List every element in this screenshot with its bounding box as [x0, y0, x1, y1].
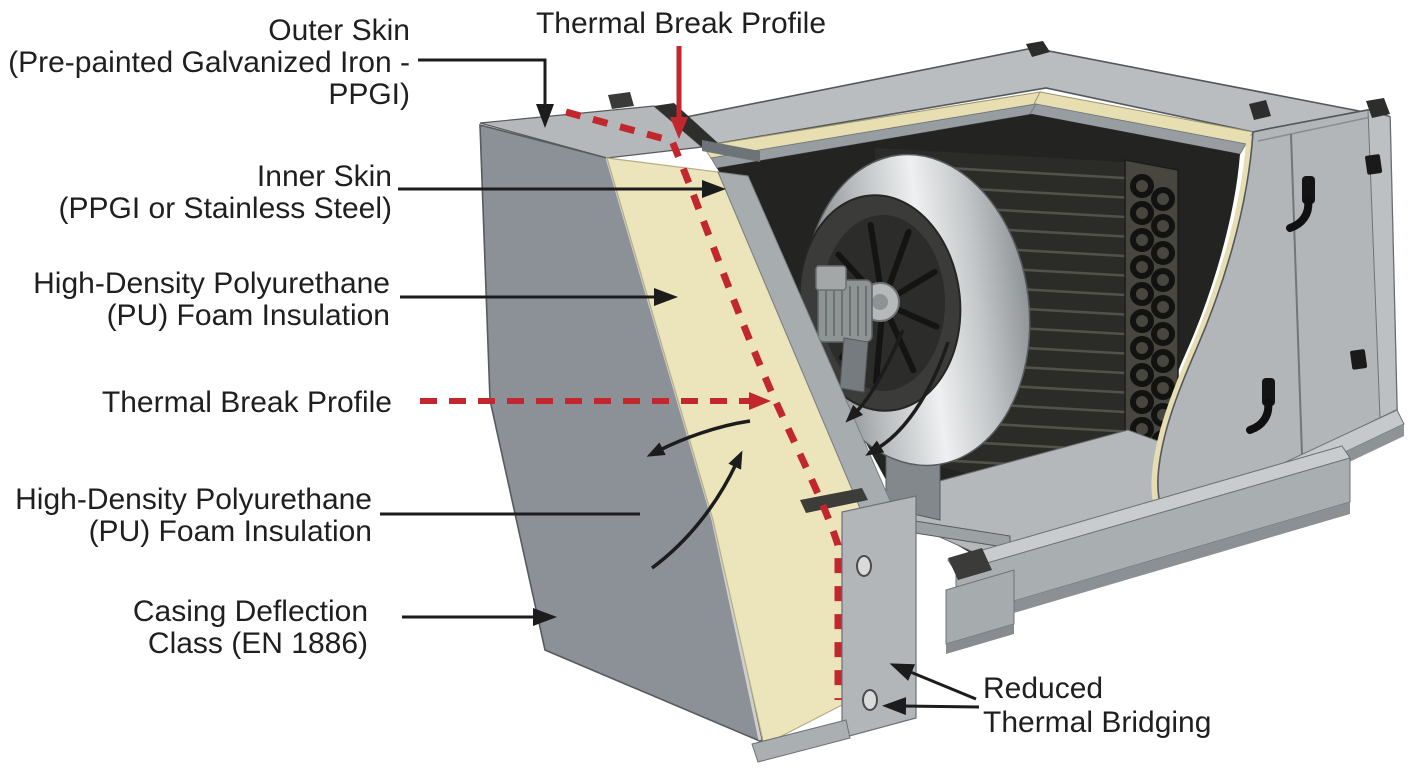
door-hinge-upper [1365, 154, 1383, 175]
label-outer-skin-line1: Outer Skin [268, 14, 410, 47]
airflow-arrows [646, 329, 950, 570]
fan-shaft [872, 294, 888, 310]
label-outer-skin-line3: PPGI) [328, 78, 410, 111]
label-reduced-bridging-line2: Thermal Bridging [983, 706, 1211, 739]
front-wall-panel [1157, 108, 1398, 524]
cutaway-foam-edge [1151, 135, 1256, 527]
motor-junction-box [815, 265, 847, 291]
label-pu-foam-lower-line2: (PU) Foam Insulation [89, 515, 372, 548]
door-hinge-lower [1350, 349, 1368, 370]
corner-cap-right [1366, 98, 1390, 118]
bottom-flange [751, 719, 851, 763]
leader-reduced-bridging-1 [889, 663, 977, 701]
label-pu-foam-upper-line2: (PU) Foam Insulation [107, 299, 390, 332]
label-thermal-break-top: Thermal Break Profile [536, 7, 826, 40]
motor-bracket [839, 337, 869, 393]
airflow-arrow-3 [646, 419, 751, 457]
airflow-arrow-4 [650, 450, 743, 570]
label-inner-skin-line1: Inner Skin [257, 160, 392, 193]
leader-reduced-bridging-2 [882, 697, 980, 716]
thermal-break-connector [800, 488, 868, 513]
label-casing-deflection-line1: Casing Deflection [133, 595, 368, 628]
base-bracket-channel [841, 495, 917, 739]
thermal-break-markings [420, 46, 842, 700]
base-rail-front-lip [956, 502, 1350, 630]
door-handle-upper[interactable] [1286, 176, 1315, 232]
blower-fan [798, 153, 1031, 549]
base-frame [945, 409, 1405, 654]
wall-top-seam [1257, 116, 1372, 142]
label-leaders [380, 58, 980, 716]
airflow-arrow-2 [865, 341, 950, 456]
bracket-hole-upper [856, 555, 872, 577]
base-corner-block [948, 548, 992, 580]
door-handle-lower[interactable] [1246, 378, 1275, 434]
label-outer-skin-line2: (Pre-painted Galvanized Iron - [8, 46, 410, 79]
base-foot-channel-lip [946, 624, 1014, 654]
roof-joint-tab [608, 92, 634, 109]
label-reduced-bridging-line1: Reduced [983, 672, 1103, 705]
corner-cap-left [1249, 100, 1271, 120]
roof-slab-step [702, 140, 760, 162]
bracket-hole-lower [862, 689, 878, 711]
labels: Outer Skin (Pre-painted Galvanized Iron … [8, 7, 1211, 739]
door-seam [1290, 133, 1303, 456]
label-casing-deflection-line2: Class (EN 1886) [148, 627, 368, 660]
label-thermal-break-side: Thermal Break Profile [102, 386, 392, 419]
label-pu-foam-lower-line1: High-Density Polyurethane [15, 483, 372, 516]
label-inner-skin-line2: (PPGI or Stainless Steel) [59, 192, 392, 225]
airflow-arrow-1 [845, 329, 905, 423]
label-pu-foam-upper-line1: High-Density Polyurethane [33, 267, 390, 300]
motor-fins [825, 286, 867, 336]
roof-back-corner-cap [1026, 41, 1050, 57]
thermal-break-dashed-path [565, 108, 842, 700]
leader-outer-skin [418, 58, 554, 128]
